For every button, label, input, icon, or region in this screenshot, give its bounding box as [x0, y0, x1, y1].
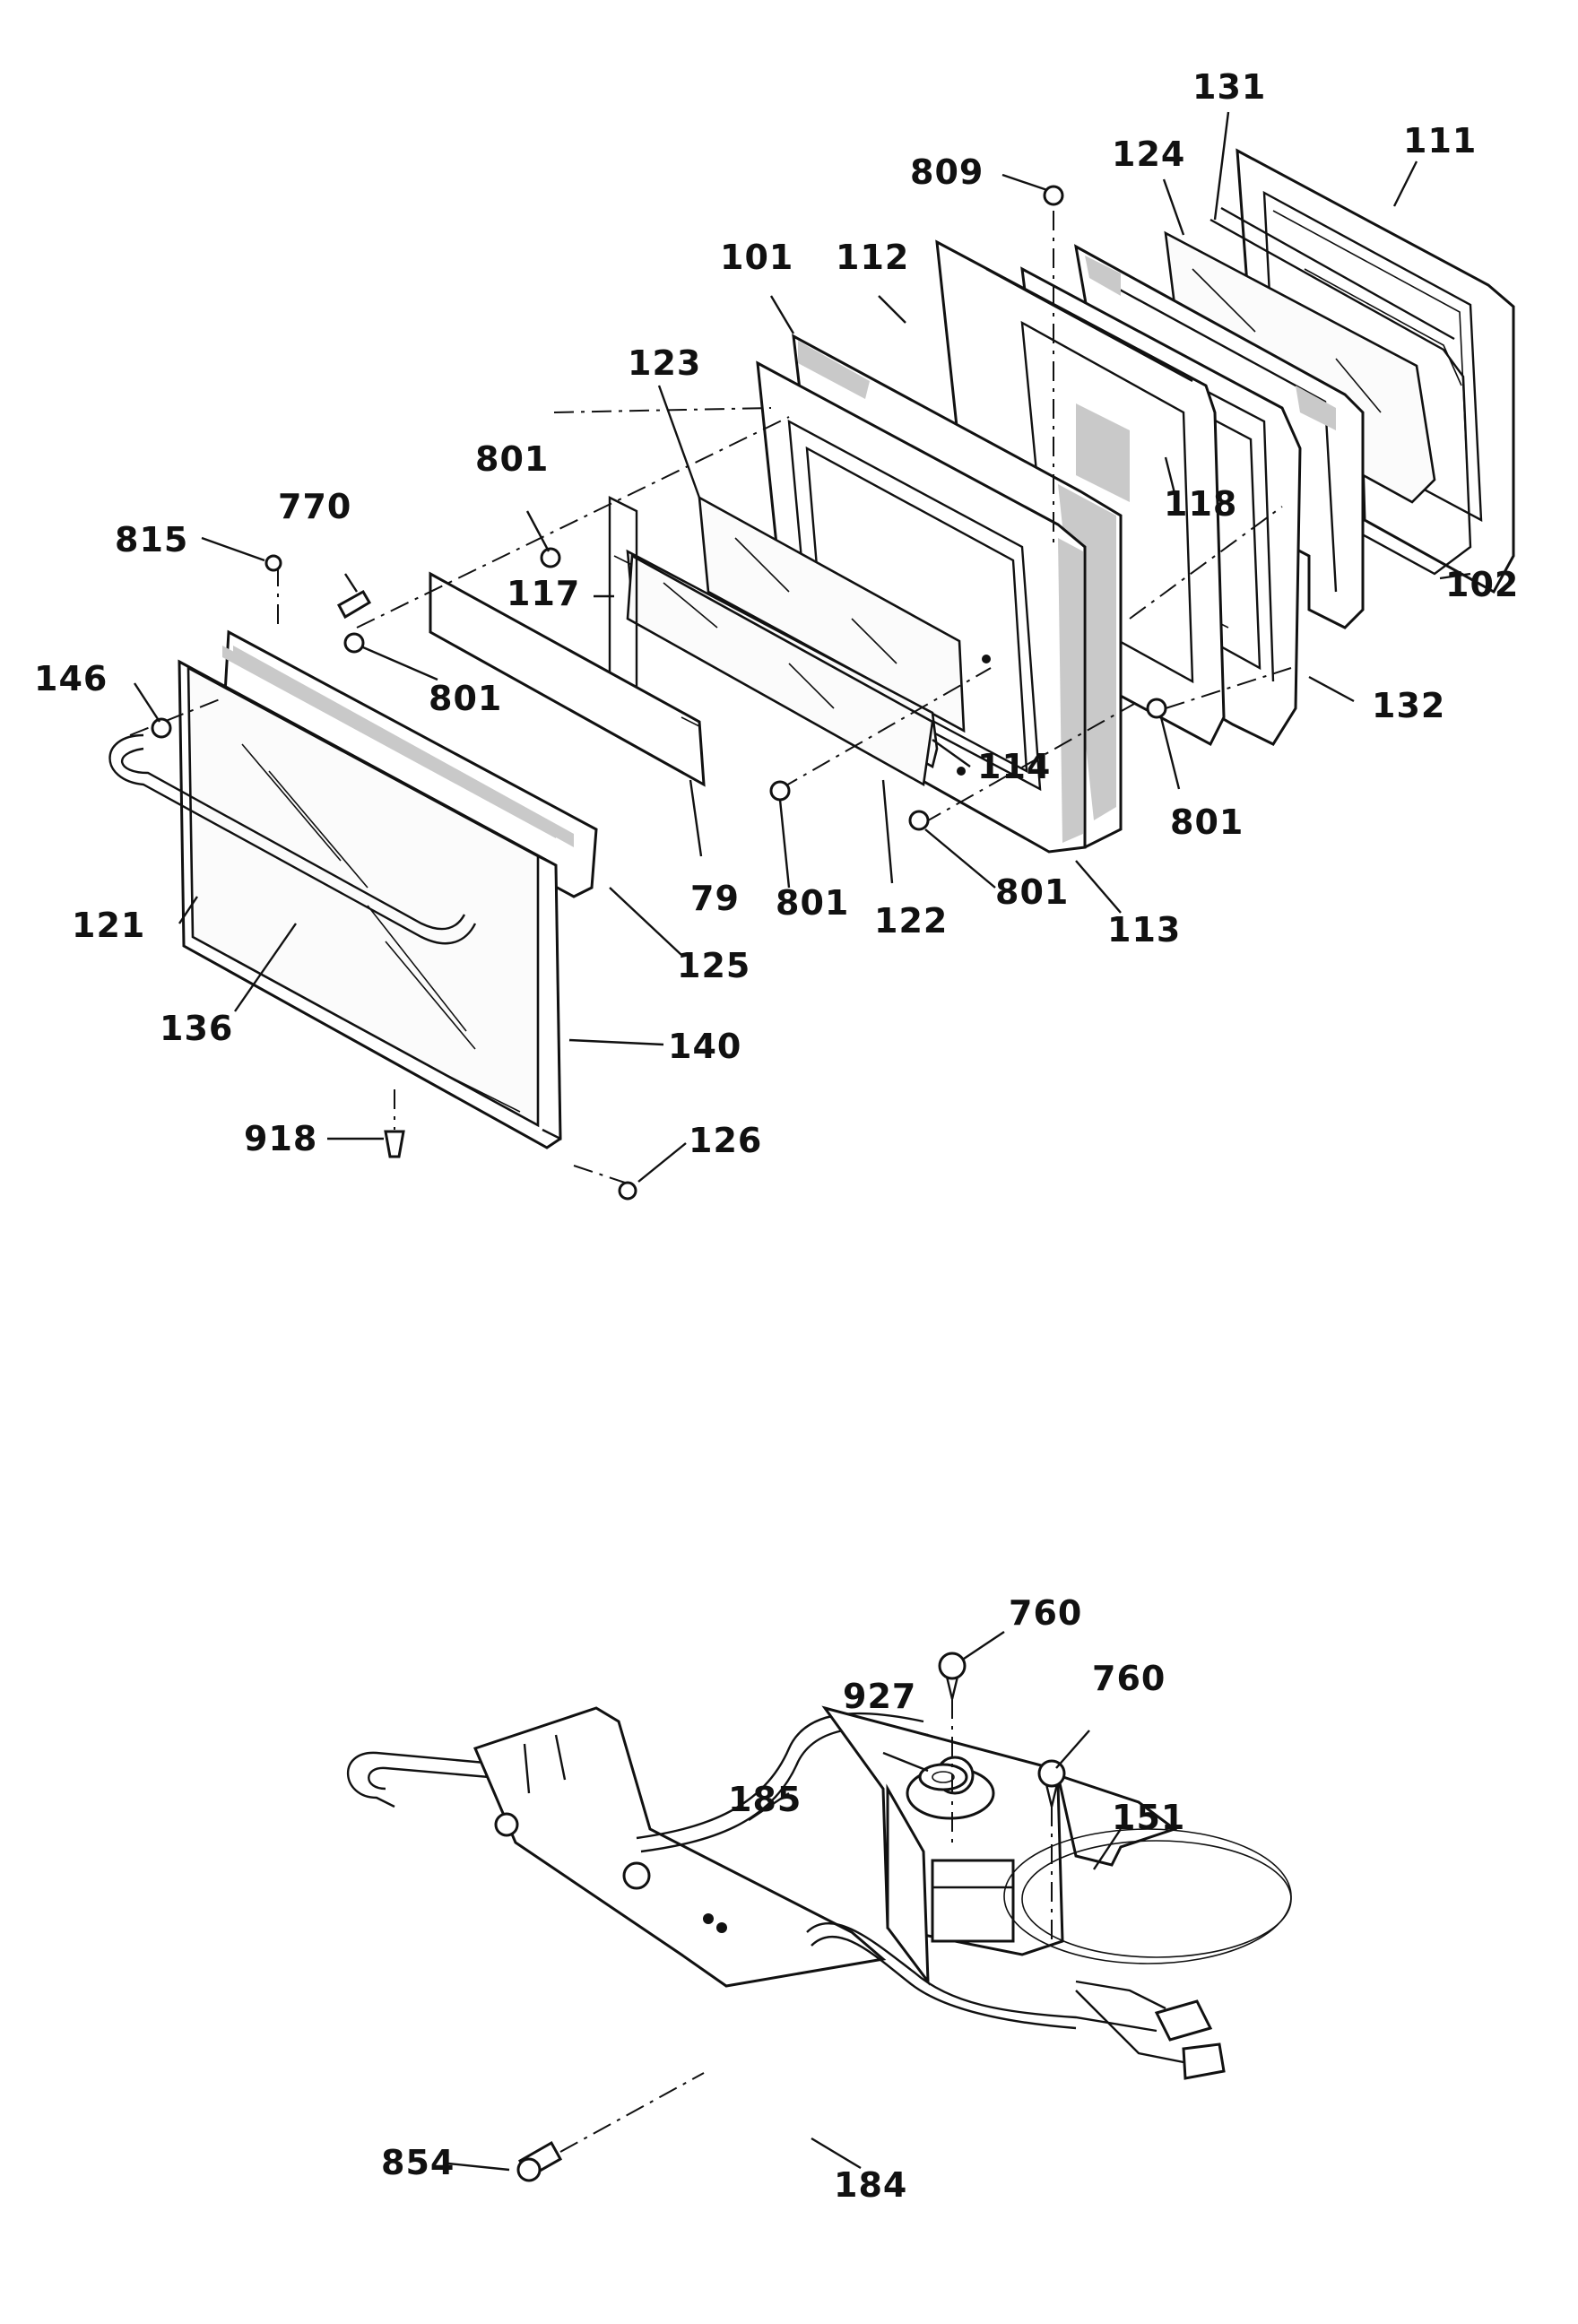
label-125: 125: [677, 946, 750, 985]
label-918: 918: [244, 1119, 317, 1158]
part-123-glass: [698, 495, 966, 733]
connector-terminals: [1154, 1999, 1226, 2080]
label-146: 146: [34, 659, 108, 698]
fasteners-bottom: [516, 1652, 1066, 2182]
label-760-b: 760: [1092, 1659, 1166, 1698]
part-136-handle: [108, 733, 477, 945]
label-101: 101: [720, 238, 793, 277]
part-hook-arm: [346, 1751, 575, 1808]
part-bracket-plate: [473, 1706, 887, 1988]
label-111: 111: [1403, 121, 1477, 160]
label-79: 79: [690, 879, 740, 918]
label-184: 184: [834, 2165, 907, 2205]
label-114: 114: [977, 747, 1051, 786]
leader-lines-top: [133, 111, 1471, 1183]
label-770: 770: [278, 487, 351, 526]
label-801-d: 801: [776, 883, 849, 923]
label-126: 126: [689, 1121, 762, 1160]
label-132: 132: [1372, 686, 1445, 725]
label-113: 113: [1107, 910, 1181, 950]
label-122: 122: [874, 901, 948, 941]
label-801-e: 801: [995, 872, 1069, 912]
label-136: 136: [160, 1009, 233, 1048]
part-labels-bottom: 760 927 760 185 151 854 184: [381, 1593, 1185, 2205]
leader-lines-bottom: [447, 1631, 1122, 2172]
label-112: 112: [836, 238, 909, 277]
label-760-a: 760: [1009, 1593, 1082, 1633]
label-124: 124: [1112, 134, 1185, 174]
label-809: 809: [910, 152, 984, 192]
label-801-c: 801: [1170, 802, 1244, 842]
part-labels-top: 809 131 111 124 101 112 123 801 770 815 …: [34, 67, 1519, 1160]
label-121: 121: [72, 906, 145, 945]
label-815: 815: [115, 520, 188, 559]
part-131-gasket: [1210, 206, 1472, 576]
label-801-b: 801: [429, 679, 502, 718]
label-102: 102: [1445, 565, 1519, 604]
screw-icons-top: [151, 185, 1167, 1201]
guides-bottom: [559, 1699, 1053, 2153]
part-184-wire-leads: [806, 1921, 1184, 2064]
part-79-shield: [429, 571, 706, 787]
part-151-motor-housing: [821, 1705, 1292, 1986]
label-801-a: 801: [475, 439, 549, 479]
label-854: 854: [381, 2143, 455, 2182]
label-118: 118: [1164, 484, 1237, 524]
label-927: 927: [843, 1677, 916, 1716]
part-122-glass: [626, 549, 939, 787]
part-121-outer-door: [178, 646, 562, 1149]
label-140: 140: [668, 1027, 741, 1066]
door-latch-assembly: 760 927 760 185 151 854 184: [346, 1593, 1292, 2205]
label-131: 131: [1192, 67, 1266, 107]
fasteners-and-guides: [129, 211, 1292, 1184]
oven-door-assembly: 809 131 111 124 101 112 123 801 770 815 …: [34, 67, 1519, 1201]
label-151: 151: [1112, 1798, 1185, 1837]
label-185: 185: [728, 1780, 802, 1819]
label-117: 117: [507, 574, 580, 613]
label-123: 123: [628, 343, 701, 383]
